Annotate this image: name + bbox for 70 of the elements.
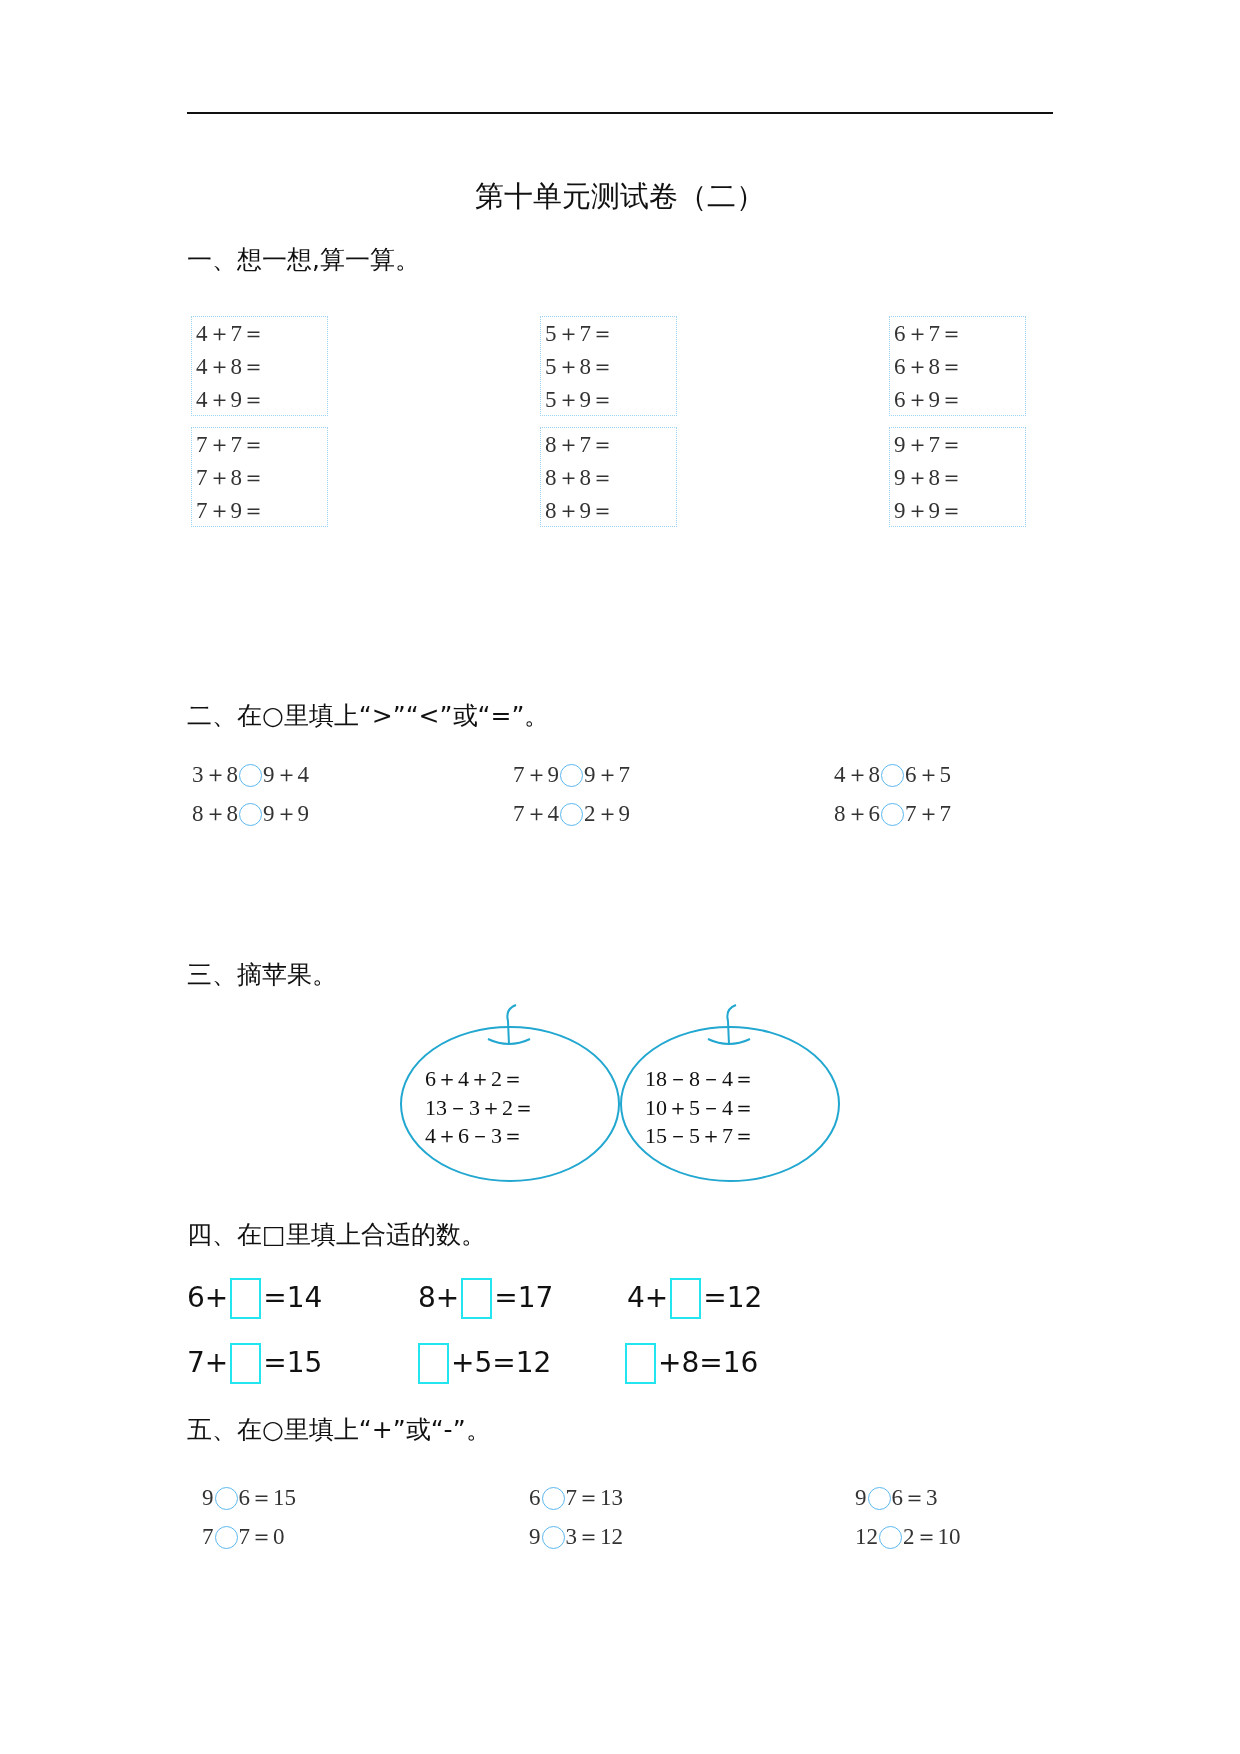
equation: 18－8－4＝: [645, 1065, 755, 1093]
equation-part: 7: [202, 1523, 214, 1551]
equation-part: =15: [263, 1345, 323, 1381]
equation-part: 9＋7: [584, 761, 630, 789]
equation-part: 4＋8: [834, 761, 880, 789]
equation-part: 3＝12: [565, 1523, 623, 1551]
equation: 6＋4＋2＝: [425, 1065, 524, 1093]
equation-part: 7+: [187, 1345, 229, 1381]
equation-part: 4+: [627, 1280, 669, 1316]
equation-part: 9＋9: [263, 800, 309, 828]
equation: 9＋9＝: [894, 497, 963, 525]
exercise-box: [191, 427, 328, 527]
equation-part: 7＝0: [238, 1523, 285, 1551]
equation: 13－3＋2＝: [425, 1093, 535, 1122]
section-heading: 一、想一想,算一算。: [187, 244, 420, 276]
exercise-box: [889, 427, 1026, 527]
equation-part: 8＋8: [192, 800, 238, 828]
equation-part: 6＝3: [891, 1484, 938, 1512]
exercise-box: [191, 316, 328, 416]
equation: 9＋8＝: [894, 464, 963, 492]
equation: 10＋5－4＝: [645, 1093, 755, 1122]
equation-part: +5=12: [451, 1345, 552, 1381]
equation: 5＋9＝: [545, 386, 614, 414]
equation: 4＋6－3＝: [425, 1122, 524, 1150]
section-heading: 五、在○里填上“+”或“-”。: [187, 1414, 491, 1446]
equation: 7＋7＝: [196, 431, 265, 459]
equation: 5＋8＝: [545, 353, 614, 381]
equation-part: 2＋9: [584, 800, 630, 828]
equation-part: =12: [703, 1280, 763, 1316]
equation: 6＋7＝: [894, 320, 963, 348]
equation: 8＋7＝: [545, 431, 614, 459]
equation: 9＋7＝: [894, 431, 963, 459]
equation-part: 9: [529, 1523, 541, 1551]
equation: 6＋8＝: [894, 353, 963, 381]
equation-part: 7＋9: [513, 761, 559, 789]
worksheet-title: 第十单元测试卷（二）: [474, 178, 766, 214]
equation: 4＋9＝: [196, 386, 265, 414]
equation: 4＋7＝: [196, 320, 265, 348]
section-heading: 四、在□里填上合适的数。: [187, 1219, 486, 1251]
exercise-box: [540, 316, 677, 416]
equation: 7＋9＝: [196, 497, 265, 525]
equation: 8＋8＝: [545, 464, 614, 492]
exercise-box: [889, 316, 1026, 416]
equation-part: 9: [202, 1484, 214, 1512]
equation-part: =14: [263, 1280, 323, 1316]
equation-part: 7＋7: [905, 800, 951, 828]
equation-part: =17: [494, 1280, 554, 1316]
equation-part: 6: [529, 1484, 541, 1512]
equation-part: 3＋8: [192, 761, 238, 789]
equation-part: 12: [855, 1523, 878, 1551]
equation-part: 9: [855, 1484, 867, 1512]
equation-part: 8+: [418, 1280, 460, 1316]
equation: 15－5＋7＝: [645, 1122, 755, 1150]
equation: 7＋8＝: [196, 464, 265, 492]
equation-part: 7＋4: [513, 800, 559, 828]
equation-part: 2＝10: [903, 1523, 961, 1551]
section-heading: 二、在○里填上“>”“<”或“=”。: [187, 700, 550, 732]
section-heading: 三、摘苹果。: [187, 959, 337, 991]
equation-part: +8=16: [658, 1345, 759, 1381]
equation: 5＋7＝: [545, 320, 614, 348]
equation: 8＋9＝: [545, 497, 614, 525]
equation-part: 9＋4: [263, 761, 309, 789]
equation-part: 8＋6: [834, 800, 880, 828]
equation-part: 7＝13: [565, 1484, 623, 1512]
equation-part: 6+: [187, 1280, 229, 1316]
exercise-box: [540, 427, 677, 527]
equation-part: 6＋5: [905, 761, 951, 789]
equation-part: 6＝15: [238, 1484, 296, 1512]
equation: 4＋8＝: [196, 353, 265, 381]
equation: 6＋9＝: [894, 386, 963, 414]
